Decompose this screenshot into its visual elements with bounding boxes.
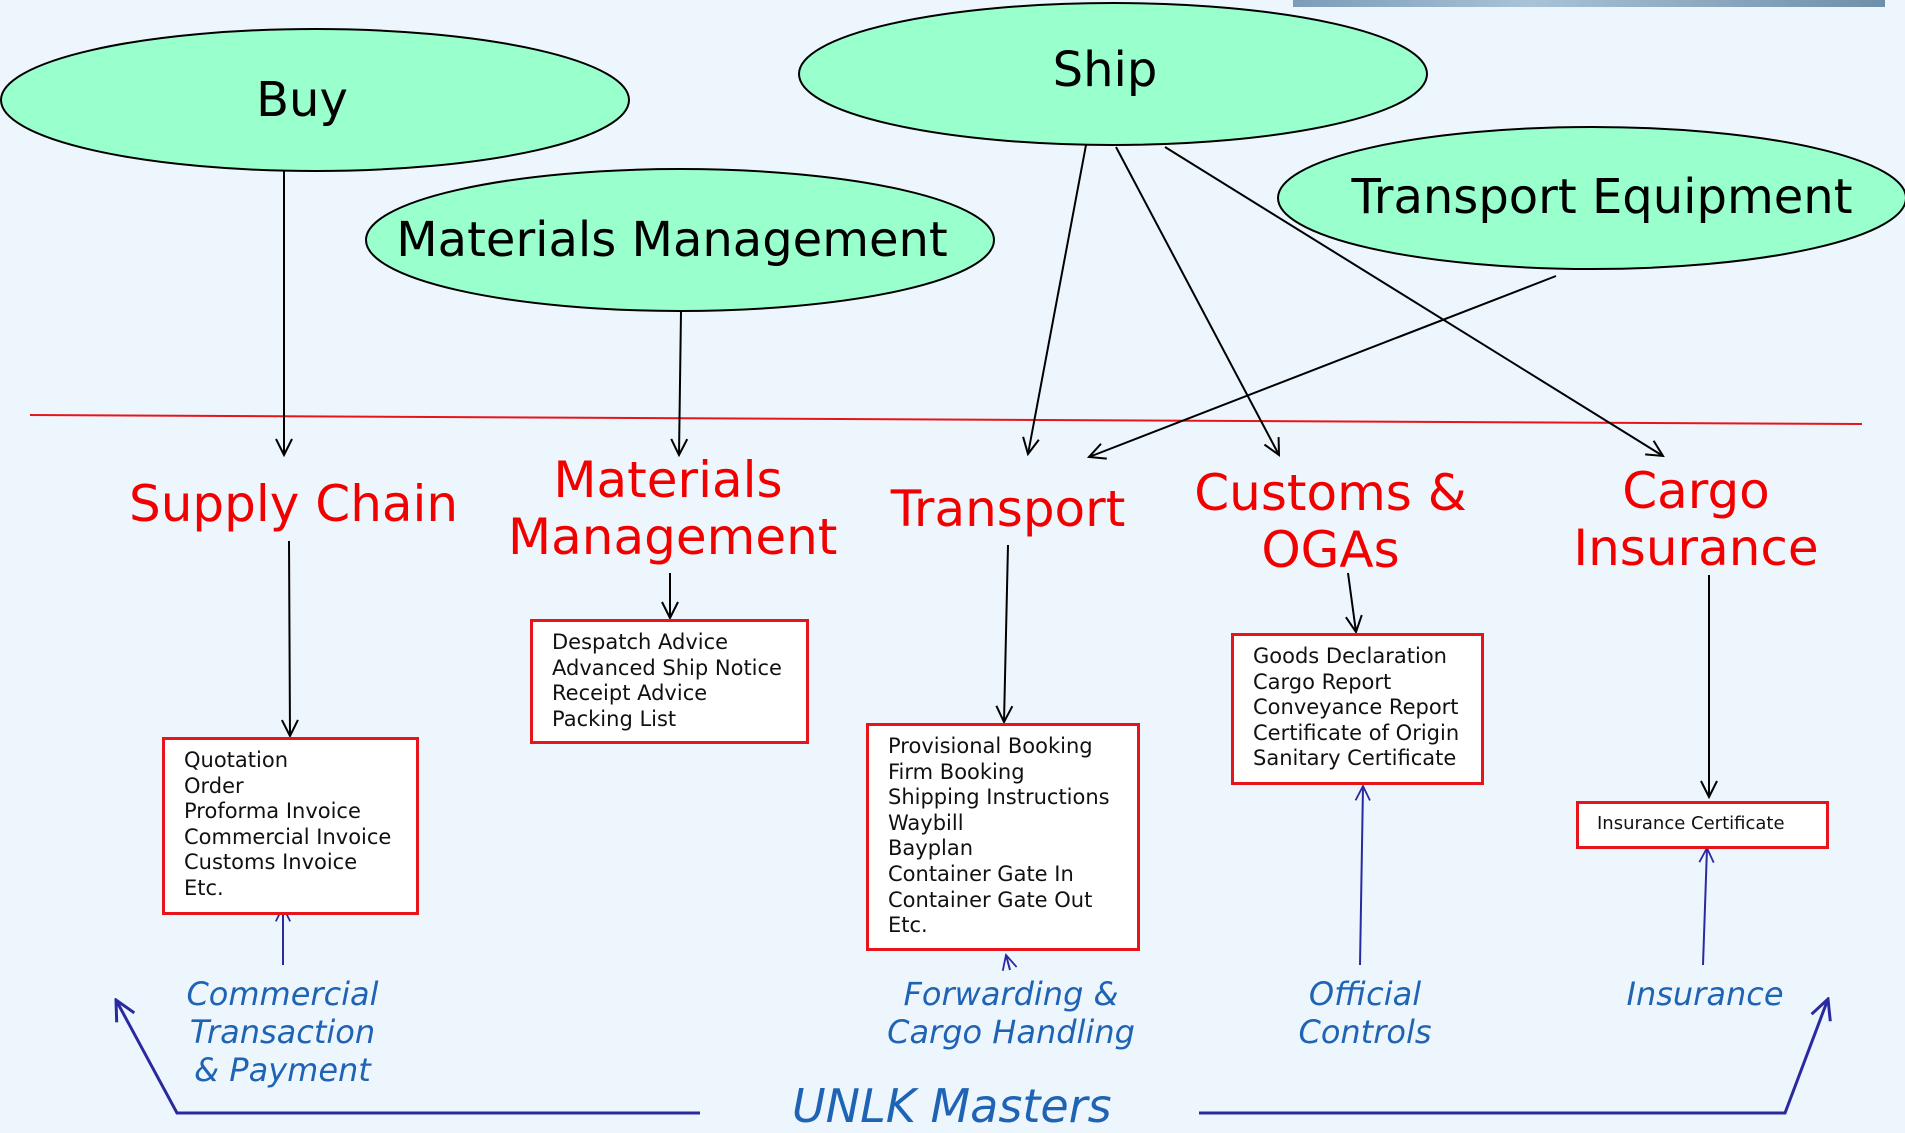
process-materials-management: Materials Management <box>365 168 995 312</box>
doc-item: Commercial Invoice <box>184 824 392 849</box>
doc-item: Container Gate In <box>888 861 1074 886</box>
doc-item: Proforma Invoice <box>184 799 361 824</box>
doc-item: Receipt Advice <box>552 681 708 706</box>
docbox-cargo-insurance: Insurance Certificate <box>1576 801 1829 849</box>
doc-item: Shipping Instructions <box>888 785 1110 810</box>
arrow-supply-chain-to-docs <box>289 540 290 736</box>
arrow-ship-to-cargo-insurance <box>1164 146 1663 456</box>
domain-supply-chain: Supply Chain <box>129 475 459 533</box>
domain-customs-line-2: OGAs <box>1261 521 1400 579</box>
doc-item: Despatch Advice <box>552 630 729 654</box>
doc-item: Etc. <box>888 913 928 938</box>
doc-item: Quotation <box>184 748 289 772</box>
docbox-materials-management: Despatch Advice Advanced Ship Notice Rec… <box>530 619 809 744</box>
photo-strip <box>1293 0 1885 7</box>
arrow-transport-to-docs <box>1004 544 1008 722</box>
divider-line <box>29 414 1863 425</box>
process-transport-equipment-shape <box>1277 126 1905 270</box>
domain-cargo-insurance: Cargo Insurance <box>1565 463 1827 577</box>
process-transport-equipment-label: Transport Equipment <box>1350 169 1852 225</box>
doc-item: Sanitary Certificate <box>1253 746 1457 771</box>
process-ship: Ship <box>798 2 1428 146</box>
area-official: Official Controls <box>1250 975 1480 1051</box>
doc-item: Packing List <box>552 706 677 731</box>
area-forwarding: Forwarding & Cargo Handling <box>866 975 1156 1051</box>
arrow-masters-left <box>116 1000 700 1115</box>
docbox-customs: Goods Declaration Cargo Report Conveyanc… <box>1231 633 1484 785</box>
doc-item: Container Gate Out <box>888 887 1093 912</box>
area-commercial-line-1: Commercial <box>186 975 379 1013</box>
area-forwarding-line-2: Cargo Handling <box>887 1013 1135 1051</box>
domain-transport: Transport <box>878 481 1138 538</box>
process-buy-shape <box>0 28 630 172</box>
domain-transport-line: Transport <box>890 480 1126 538</box>
process-materials-management-label: Materials Management <box>396 212 947 268</box>
doc-item: Order <box>184 773 244 798</box>
process-ship-label: Ship <box>1053 42 1158 98</box>
arrow-masters-right <box>1199 999 1828 1115</box>
unlk-masters-label: UNLK Masters <box>792 1079 1112 1133</box>
doc-item: Advanced Ship Notice <box>552 655 782 680</box>
process-ship-shape <box>798 2 1428 146</box>
doc-item: Etc. <box>184 875 224 900</box>
docbox-supply-chain: Quotation Order Proforma Invoice Commerc… <box>162 737 419 915</box>
doc-item: Cargo Report <box>1253 669 1392 694</box>
domain-supply-chain-line: Supply Chain <box>129 475 459 533</box>
arrow-ship-to-transport <box>1028 144 1087 454</box>
area-official-line-1: Official <box>1308 975 1422 1013</box>
area-insurance: Insurance <box>1600 975 1810 1013</box>
domain-materials-management: Materials Management <box>508 451 838 566</box>
arrow-equipment-to-transport <box>1089 275 1557 457</box>
domain-materials-line-2: Management <box>508 508 838 566</box>
doc-item: Certificate of Origin <box>1253 720 1460 745</box>
domain-customs-line-1: Customs & <box>1194 464 1467 522</box>
arrow-customs-to-docs <box>1348 572 1356 632</box>
process-buy: Buy <box>0 28 630 172</box>
doc-item: Provisional Booking <box>888 734 1093 758</box>
domain-cargo-insurance-line-1: Cargo <box>1622 462 1770 520</box>
doc-item: Bayplan <box>888 836 974 861</box>
area-commercial: Commercial Transaction & Payment <box>140 975 425 1089</box>
arrow-insurance-to-docs <box>1703 848 1707 966</box>
doc-item: Waybill <box>888 810 964 835</box>
process-transport-equipment: Transport Equipment <box>1277 126 1905 270</box>
doc-item: Firm Booking <box>888 759 1025 784</box>
doc-item: Customs Invoice <box>184 850 358 875</box>
docbox-transport: Provisional Booking Firm Booking Shippin… <box>866 723 1140 951</box>
area-official-line-2: Controls <box>1298 1013 1432 1051</box>
doc-item: Conveyance Report <box>1253 695 1459 720</box>
area-insurance-line-1: Insurance <box>1626 975 1784 1013</box>
arrow-forwarding-to-docs <box>1006 955 1010 970</box>
domain-customs: Customs & OGAs <box>1188 465 1473 579</box>
process-buy-label: Buy <box>256 72 348 128</box>
arrow-materials-to-materials-domain <box>679 310 681 455</box>
domain-materials-line-1: Materials <box>553 451 783 509</box>
arrow-official-to-docs <box>1360 786 1363 966</box>
area-commercial-line-3: & Payment <box>194 1051 371 1089</box>
domain-cargo-insurance-line-2: Insurance <box>1573 519 1819 577</box>
area-commercial-line-2: Transaction <box>189 1013 376 1051</box>
doc-item: Goods Declaration <box>1253 644 1447 668</box>
arrow-ship-to-customs <box>1115 146 1279 455</box>
doc-item: Insurance Certificate <box>1597 813 1785 834</box>
area-forwarding-line-1: Forwarding & <box>903 975 1119 1013</box>
